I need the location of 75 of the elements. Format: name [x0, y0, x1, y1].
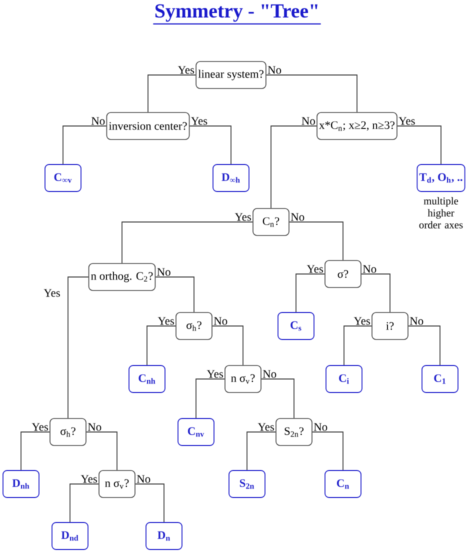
result-box: T$_{d}$, O$_{h}$, .. [416, 164, 466, 192]
connector [189, 126, 232, 164]
connector [288, 222, 344, 261]
connector [148, 74, 196, 113]
question-box: n σ$_{v}$? [98, 470, 136, 498]
edge-label: Yes [80, 475, 97, 483]
result-box: C$_{∞v}$ [44, 164, 82, 192]
connector [266, 74, 358, 113]
connector [196, 378, 226, 418]
question-box: C$_{n}$? [252, 208, 290, 236]
edge-label: Yes [44, 289, 60, 297]
connector [344, 326, 372, 366]
result-box: C$_{i}$ [326, 365, 362, 393]
edge-label: Yes [191, 117, 208, 125]
question-box: linear system? [196, 61, 266, 89]
connector [122, 222, 254, 264]
edge-label: Yes [354, 317, 370, 325]
edge-label: Yes [178, 66, 194, 74]
connector [155, 276, 194, 313]
result-box: D$_{n}$ [146, 522, 182, 550]
edge-label: Yes [258, 423, 274, 431]
connector [68, 276, 89, 419]
result-box: C$_{nh}$ [128, 365, 166, 393]
edge-label: No [157, 268, 170, 276]
connector [86, 432, 118, 471]
connector [70, 484, 100, 522]
result-box: D$_{nd}$ [52, 522, 88, 550]
edge-label: No [91, 117, 105, 125]
edge-label: Yes [206, 370, 223, 378]
connector [134, 484, 164, 522]
question-box: x*C$_{n}$; x≥2, n≥3? [316, 112, 398, 140]
edge-label: No [362, 265, 376, 273]
connector [260, 378, 294, 419]
edge-label: No [410, 317, 424, 325]
connector [246, 432, 276, 470]
connector [296, 274, 326, 312]
edge-label: No [214, 317, 228, 325]
edge-label: No [314, 423, 328, 431]
question-box: σ$_{h}$? [50, 418, 86, 446]
connector [146, 326, 176, 366]
title: Symmetry - "Tree" [155, 4, 318, 22]
edge-label: No [268, 66, 282, 74]
result-box: D$_{nh}$ [2, 470, 40, 498]
connector [20, 432, 50, 470]
edge-label: Yes [158, 317, 174, 325]
result-box: C$_{n}$ [324, 470, 362, 498]
question-box: n σ$_{v}$? [224, 365, 262, 393]
question-box: i? [372, 312, 408, 340]
edge-label: Yes [32, 423, 48, 431]
edge-label: Yes [234, 213, 251, 221]
connector [312, 432, 344, 470]
edge-label: Yes [398, 117, 415, 125]
result-box: C$_{nv}$ [178, 418, 214, 446]
note: multiple higher order axes [419, 197, 463, 228]
edge-label: No [290, 213, 304, 221]
question-box: σ? [324, 260, 362, 288]
edge-label: No [302, 117, 315, 125]
question-box: S$_{2n}$? [276, 418, 312, 446]
edge-label: No [262, 370, 276, 378]
result-box: C$_{s}$ [278, 312, 314, 340]
question-box: σ$_{h}$? [176, 312, 212, 340]
question-box: n orthog. C$_{2}$? [88, 263, 156, 291]
edge-label: Yes [306, 265, 323, 273]
result-box: C$_{1}$ [422, 365, 458, 393]
connector [62, 126, 107, 164]
connector [408, 326, 440, 366]
result-box: D$_{∞h}$ [212, 164, 250, 192]
edge-label: No [136, 475, 150, 483]
connector [396, 126, 442, 164]
question-box: inversion center? [106, 112, 190, 140]
connector [360, 274, 390, 313]
result-box: S$_{2n}$ [228, 470, 266, 498]
edge-label: No [88, 423, 102, 431]
connector [212, 326, 244, 366]
connector [270, 126, 318, 209]
